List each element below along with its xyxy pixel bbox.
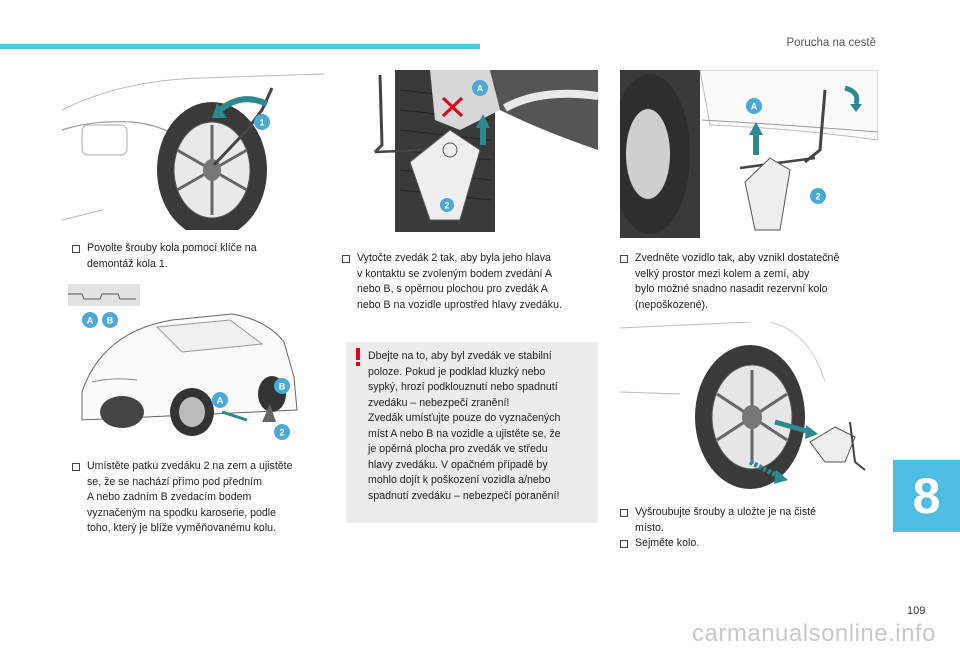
step-unscrew-bolts: Vyšroubujte šrouby a uložte je na čisté …: [620, 505, 882, 552]
label-2: 2: [815, 192, 820, 202]
checkbox-icon: [72, 245, 80, 253]
step-place-jack: Umístěte patku zvedáku 2 na zem a ujistě…: [72, 459, 327, 537]
page-number: 109: [907, 605, 926, 617]
label-a: A: [477, 84, 484, 94]
checkbox-icon: [620, 540, 628, 548]
step-wind-jack: Vytočte zvedák 2 tak, aby byla jeho hlav…: [342, 251, 604, 313]
chapter-tab: 8: [893, 460, 960, 532]
watermark: carmanualsonline.info: [692, 620, 936, 647]
checkbox-icon: [620, 255, 628, 263]
step-loosen-bolts: Povolte šrouby kola pomocí klíče na demo…: [72, 241, 322, 272]
warning-box: Dbejte na to, aby byl zvedák ve stabilní…: [346, 342, 598, 523]
label-b-rear: B: [279, 382, 286, 392]
label-2: 2: [279, 428, 284, 438]
label-a-front: A: [217, 396, 224, 406]
section-title: Porucha na cestě: [786, 37, 876, 49]
checkbox-icon: [342, 255, 350, 263]
illustration-raise-jack-head: A 2: [340, 70, 598, 232]
checkbox-icon: [620, 509, 628, 517]
header-accent-bar: [0, 44, 480, 49]
label-a: A: [87, 316, 94, 326]
exclamation-icon: [356, 348, 360, 366]
illustration-raise-vehicle: A 2: [620, 70, 878, 238]
warning-text: Dbejte na to, aby byl zvedák ve stabilní…: [368, 350, 561, 502]
label-b: B: [107, 316, 114, 326]
checkbox-icon: [72, 463, 80, 471]
step-lift-vehicle: Zvedněte vozidlo tak, aby vznikl dostate…: [620, 251, 882, 313]
illustration-lifting-points: A B A B 2: [62, 282, 324, 450]
label-2: 2: [444, 201, 449, 211]
label-1: 1: [259, 118, 264, 128]
illustration-loosen-bolts: 1: [62, 70, 324, 230]
illustration-remove-wheel: [620, 322, 878, 490]
label-a: A: [751, 102, 758, 112]
